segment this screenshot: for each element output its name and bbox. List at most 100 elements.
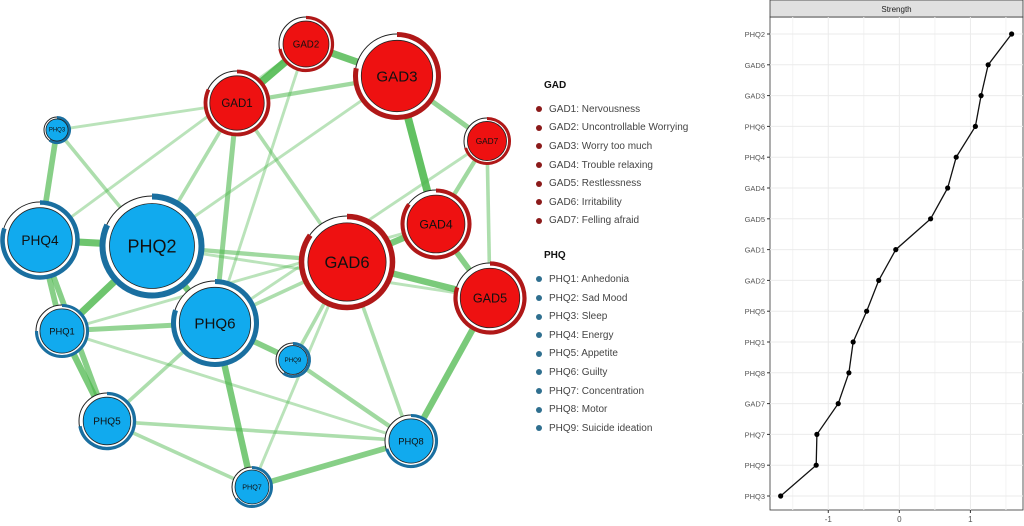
legend-dot-icon <box>536 276 542 283</box>
legend-title-gad: GAD <box>544 80 567 91</box>
legend-item: GAD7: Felling afraid <box>536 212 688 231</box>
legend-label: PHQ8: Motor <box>549 404 608 416</box>
predictability-arc <box>278 15 335 73</box>
y-tick-label: GAD1 <box>745 246 765 255</box>
strength-point-PHQ8 <box>846 370 852 376</box>
x-tick-label: 1 <box>968 515 973 524</box>
strength-point-PHQ3 <box>778 493 784 499</box>
legend-item: PHQ9: Suicide ideation <box>536 419 688 438</box>
legend-label: PHQ5: Appetite <box>549 348 618 360</box>
facet-strip <box>769 0 1024 18</box>
legend-label: GAD5: Restlessness <box>549 178 642 190</box>
legend-label: GAD7: Felling afraid <box>549 215 640 227</box>
strength-point-GAD2 <box>876 277 882 283</box>
y-tick-label: PHQ8 <box>745 369 765 378</box>
y-tick-label: PHQ9 <box>745 461 765 470</box>
facet-title: Strength <box>881 5 911 14</box>
predictability-arc <box>203 69 271 137</box>
strength-point-PHQ1 <box>850 339 856 345</box>
y-tick-label: PHQ6 <box>745 122 765 131</box>
strength-point-GAD5 <box>928 216 934 222</box>
legend-dot-icon <box>536 369 542 376</box>
predictability-arc <box>34 303 90 359</box>
legend-item: PHQ3: Sleep <box>536 307 688 326</box>
node-PHQ5[interactable]: PHQ5 <box>78 391 137 451</box>
predictability-arc <box>385 413 439 469</box>
node-label: PHQ1 <box>49 326 74 336</box>
legend-label: PHQ7: Concentration <box>549 385 645 397</box>
legend-item: PHQ5: Appetite <box>536 345 688 364</box>
legend-label: PHQ6: Guilty <box>549 366 608 378</box>
legend-item: PHQ4: Energy <box>536 326 688 345</box>
predictability-arc <box>78 391 137 451</box>
y-tick-label: PHQ3 <box>745 492 765 501</box>
legend-item: GAD2: Uncontrollable Worrying <box>536 119 688 138</box>
node-PHQ8[interactable]: PHQ8 <box>384 413 439 469</box>
legend-label: GAD2: Uncontrollable Worrying <box>549 122 689 134</box>
legend-item: PHQ2: Sad Mood <box>536 289 688 308</box>
legend-title-phq: PHQ <box>544 250 566 262</box>
y-tick-label: PHQ4 <box>745 153 765 162</box>
node-label: PHQ2 <box>127 237 176 257</box>
legend-label: GAD3: Worry too much <box>549 140 653 152</box>
node-GAD4[interactable]: GAD4 <box>400 188 472 260</box>
strength-point-GAD1 <box>893 247 899 253</box>
legend-dot-icon <box>536 332 542 339</box>
node-GAD3[interactable]: GAD3 <box>353 31 442 120</box>
legend-label: PHQ9: Suicide ideation <box>549 422 653 434</box>
strength-line <box>780 33 1013 497</box>
legend-item: PHQ8: Motor <box>536 400 688 419</box>
legend-dot-icon <box>536 295 542 302</box>
predictability-arc <box>353 31 442 120</box>
node-label: PHQ6 <box>194 315 235 332</box>
node-GAD5[interactable]: GAD5 <box>453 261 527 335</box>
legend-label: GAD4: Trouble relaxing <box>549 159 653 171</box>
node-GAD2[interactable]: GAD2 <box>278 15 335 73</box>
legend-dot-icon <box>536 388 542 395</box>
node-label: PHQ5 <box>93 417 121 428</box>
strength-point-GAD3 <box>978 93 984 99</box>
legend-item: PHQ1: Anhedonia <box>536 270 688 289</box>
y-tick-label: GAD2 <box>745 276 765 285</box>
node-PHQ7[interactable]: PHQ7 <box>231 466 273 508</box>
node-label: PHQ4 <box>21 233 59 248</box>
node-PHQ9[interactable]: PHQ9 <box>275 342 311 378</box>
y-tick-label: PHQ1 <box>745 338 765 347</box>
y-tick-label: PHQ7 <box>745 430 765 439</box>
legend-dot-icon <box>536 350 542 357</box>
legend-dot-icon <box>536 199 542 206</box>
legend-label: PHQ1: Anhedonia <box>549 273 630 285</box>
node-label: GAD4 <box>419 217 453 231</box>
node-GAD7[interactable]: GAD7 <box>463 117 511 165</box>
legend-label: PHQ3: Sleep <box>549 311 608 323</box>
legend-dot-icon <box>536 106 542 113</box>
edge-GAD2-PHQ6 <box>213 43 308 324</box>
y-tick-label: PHQ2 <box>745 30 765 39</box>
node-label: PHQ8 <box>398 436 423 446</box>
predictability-arc <box>171 278 260 367</box>
y-tick-label: GAD7 <box>745 400 765 409</box>
legend-dot-icon <box>536 143 542 150</box>
node-PHQ4[interactable]: PHQ4 <box>0 200 80 280</box>
node-PHQ3[interactable]: PHQ3 <box>43 116 71 144</box>
node-label: PHQ3 <box>49 128 66 134</box>
node-GAD6[interactable]: GAD6 <box>298 213 396 311</box>
predictability-arc <box>453 261 527 335</box>
node-GAD1[interactable]: GAD1 <box>203 69 271 137</box>
legend-item: GAD4: Trouble relaxing <box>536 156 688 175</box>
strength-point-PHQ7 <box>814 431 820 437</box>
legend-dot-icon <box>536 313 542 320</box>
node-PHQ6[interactable]: PHQ6 <box>171 278 260 367</box>
legend-label: GAD6: Irritability <box>549 196 622 208</box>
y-tick-label: GAD5 <box>745 215 765 224</box>
y-tick-label: PHQ5 <box>745 307 765 316</box>
predictability-arc <box>282 342 311 378</box>
node-label: GAD6 <box>324 253 369 272</box>
strength-point-PHQ2 <box>1009 31 1015 37</box>
node-label: PHQ7 <box>242 483 262 492</box>
plot-panel <box>769 16 1024 511</box>
node-PHQ1[interactable]: PHQ1 <box>34 303 90 359</box>
node-PHQ2[interactable]: PHQ2 <box>99 193 205 299</box>
